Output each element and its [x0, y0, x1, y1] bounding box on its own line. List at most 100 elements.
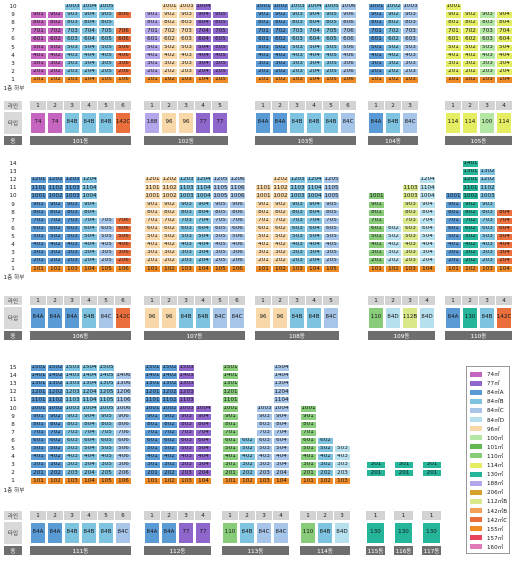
unit-cell[interactable]: 1102 [272, 184, 289, 193]
unit-cell[interactable]: 1206 [115, 388, 132, 397]
unit-cell[interactable]: 1201 [144, 388, 161, 397]
unit-cell[interactable]: 903 [479, 11, 496, 20]
unit-cell[interactable]: 803 [64, 19, 81, 28]
unit-cell[interactable]: 803 [479, 19, 496, 28]
unit-cell[interactable]: 705 [323, 27, 340, 36]
unit-cell[interactable]: 603 [64, 436, 81, 445]
unit-cell[interactable]: 704 [195, 216, 212, 225]
unit-cell[interactable]: 901 [144, 11, 161, 20]
unit-cell[interactable]: 1205 [98, 388, 115, 397]
unit-cell[interactable]: 1001 [445, 3, 462, 12]
unit-cell[interactable]: 1003 [64, 3, 81, 12]
unit-cell[interactable]: 105 [323, 75, 340, 84]
unit-cell[interactable]: 902 [161, 200, 178, 209]
unit-cell[interactable]: 705 [212, 216, 229, 225]
unit-cell[interactable]: 904 [81, 200, 98, 209]
unit-cell[interactable]: 1103 [289, 184, 306, 193]
unit-cell[interactable]: 703 [178, 428, 195, 437]
unit-cell[interactable]: 603 [479, 35, 496, 44]
unit-cell[interactable]: 306 [115, 249, 132, 258]
unit-cell[interactable]: 501 [144, 232, 161, 241]
unit-cell[interactable]: 903 [178, 200, 195, 209]
unit-cell[interactable]: 302 [161, 461, 178, 470]
unit-cell[interactable]: 801 [30, 420, 47, 429]
unit-cell[interactable]: 302 [317, 461, 334, 470]
unit-cell[interactable]: 704 [306, 216, 323, 225]
unit-cell[interactable]: 704 [273, 428, 290, 437]
unit-cell[interactable]: 1002 [47, 192, 64, 201]
unit-cell[interactable]: 606 [115, 224, 132, 233]
unit-cell[interactable]: 1204 [273, 388, 290, 397]
unit-cell[interactable]: 1502 [161, 364, 178, 373]
unit-cell[interactable]: 304 [419, 249, 436, 258]
unit-cell[interactable]: 901 [30, 200, 47, 209]
unit-cell[interactable]: 704 [306, 27, 323, 36]
unit-cell[interactable]: 904 [195, 412, 212, 421]
unit-cell[interactable]: 804 [273, 420, 290, 429]
unit-cell[interactable]: 1202 [47, 388, 64, 397]
unit-cell[interactable]: 106 [115, 75, 132, 84]
unit-cell[interactable]: 101 [445, 75, 462, 84]
unit-cell[interactable]: 1504 [273, 364, 290, 373]
unit-cell[interactable]: 205 [212, 67, 229, 76]
unit-cell[interactable]: 903 [256, 412, 273, 421]
unit-cell[interactable]: 1004 [306, 3, 323, 12]
unit-cell[interactable]: 203 [64, 257, 81, 266]
unit-cell[interactable]: 203 [178, 469, 195, 478]
unit-cell[interactable]: 404 [195, 453, 212, 462]
unit-cell[interactable]: 201 [368, 257, 385, 266]
unit-cell[interactable]: 905 [98, 412, 115, 421]
unit-cell[interactable]: 1104 [273, 396, 290, 405]
unit-cell[interactable]: 303 [178, 461, 195, 470]
unit-cell[interactable]: 602 [272, 224, 289, 233]
unit-cell[interactable]: 803 [289, 19, 306, 28]
unit-cell[interactable]: 1201 [222, 388, 239, 397]
unit-cell[interactable]: 701 [368, 27, 385, 36]
unit-cell[interactable]: 902 [161, 11, 178, 20]
unit-cell[interactable]: 302 [385, 249, 402, 258]
unit-cell[interactable]: 201 [255, 257, 272, 266]
unit-cell[interactable]: 405 [323, 51, 340, 60]
unit-cell[interactable]: 305 [212, 59, 229, 68]
unit-cell[interactable]: 702 [161, 216, 178, 225]
unit-cell[interactable]: 1105 [98, 396, 115, 405]
unit-cell[interactable]: 304 [306, 59, 323, 68]
unit-cell[interactable]: 402 [462, 241, 479, 250]
unit-cell[interactable]: 601 [222, 436, 239, 445]
unit-cell[interactable]: 303 [64, 59, 81, 68]
unit-cell[interactable]: 503 [402, 43, 419, 52]
unit-cell[interactable]: 403 [64, 453, 81, 462]
unit-cell[interactable]: 604 [496, 35, 512, 44]
unit-cell[interactable]: 1101 [144, 396, 161, 405]
unit-cell[interactable]: 201 [366, 469, 386, 478]
unit-cell[interactable]: 201 [30, 469, 47, 478]
unit-cell[interactable]: 202 [272, 67, 289, 76]
unit-cell[interactable]: 805 [212, 19, 229, 28]
unit-cell[interactable]: 904 [81, 11, 98, 20]
unit-cell[interactable]: 501 [30, 43, 47, 52]
unit-cell[interactable]: 504 [195, 43, 212, 52]
unit-cell[interactable]: 502 [161, 43, 178, 52]
unit-cell[interactable]: 405 [212, 241, 229, 250]
unit-cell[interactable]: 403 [64, 51, 81, 60]
unit-cell[interactable]: 401 [368, 241, 385, 250]
unit-cell[interactable]: 804 [195, 19, 212, 28]
unit-cell[interactable]: 203 [479, 67, 496, 76]
unit-cell[interactable]: 701 [222, 428, 239, 437]
unit-cell[interactable]: 704 [81, 216, 98, 225]
unit-cell[interactable]: 304 [306, 249, 323, 258]
unit-cell[interactable]: 501 [222, 445, 239, 454]
unit-cell[interactable]: 303 [402, 59, 419, 68]
unit-cell[interactable]: 202 [385, 257, 402, 266]
unit-cell[interactable]: 503 [64, 232, 81, 241]
unit-cell[interactable]: 804 [496, 19, 512, 28]
unit-cell[interactable]: 903 [178, 412, 195, 421]
unit-cell[interactable]: 203 [289, 67, 306, 76]
unit-cell[interactable]: 902 [385, 11, 402, 20]
unit-cell[interactable]: 606 [229, 224, 246, 233]
unit-cell[interactable]: 302 [47, 59, 64, 68]
unit-cell[interactable]: 103 [479, 75, 496, 84]
unit-cell[interactable]: 1005 [323, 3, 340, 12]
unit-cell[interactable]: 701 [30, 216, 47, 225]
unit-cell[interactable]: 501 [445, 232, 462, 241]
